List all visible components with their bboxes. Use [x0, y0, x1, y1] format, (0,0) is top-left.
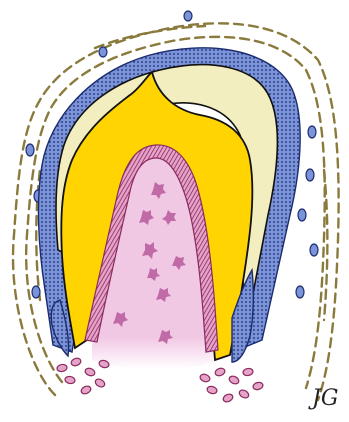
apical-cell: [64, 376, 75, 385]
apical-cell: [228, 375, 240, 386]
follicle-cell: [26, 144, 34, 156]
apical-cell: [214, 367, 226, 377]
follicle-cell: [310, 244, 318, 256]
apical-cell: [56, 364, 67, 373]
follicle-cell: [298, 209, 306, 221]
apical-cell: [199, 373, 211, 383]
apical-cell: [222, 393, 234, 404]
follicle-cell: [308, 126, 316, 138]
apical-cell: [94, 377, 106, 388]
apical-cell: [80, 385, 92, 396]
apical-cell: [242, 368, 253, 377]
follicle-cell: [296, 286, 304, 298]
apical-cell: [206, 385, 217, 394]
apical-cell: [238, 388, 250, 399]
apical-cell: [70, 357, 82, 367]
apical-cell: [252, 381, 263, 390]
signature: JG: [308, 386, 338, 411]
follicle-cell: [306, 169, 314, 181]
follicle-cell: [32, 286, 40, 298]
follicle-cell: [99, 47, 107, 57]
apical-cell: [84, 367, 96, 377]
follicle-cell: [184, 11, 192, 21]
